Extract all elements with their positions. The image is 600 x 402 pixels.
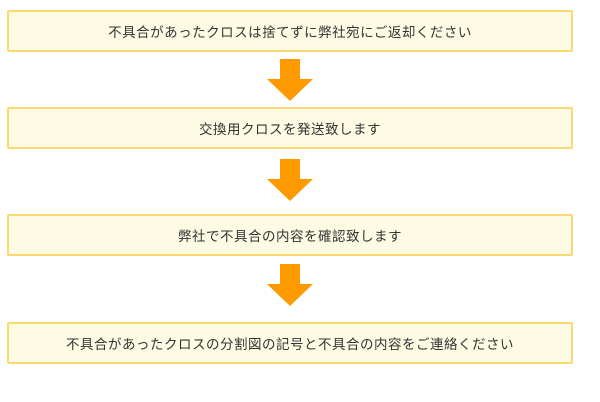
step-3: 弊社で不具合の内容を確認致します [7,214,573,256]
down-arrow-icon [267,264,313,306]
step-4: 不具合があったクロスの分割図の記号と不具合の内容をご連絡ください [7,322,573,364]
down-arrow-icon [267,59,313,101]
step-2-text: 交換用クロスを発送致します [199,122,381,138]
step-2: 交換用クロスを発送致します [7,107,573,149]
down-arrow-icon [267,159,313,201]
step-4-text: 不具合があったクロスの分割図の記号と不具合の内容をご連絡ください [66,337,514,353]
step-3-text: 弊社で不具合の内容を確認致します [178,229,402,245]
step-1-text: 不具合があったクロスは捨てずに弊社宛にご返却ください [108,25,472,41]
step-1: 不具合があったクロスは捨てずに弊社宛にご返却ください [7,10,573,52]
